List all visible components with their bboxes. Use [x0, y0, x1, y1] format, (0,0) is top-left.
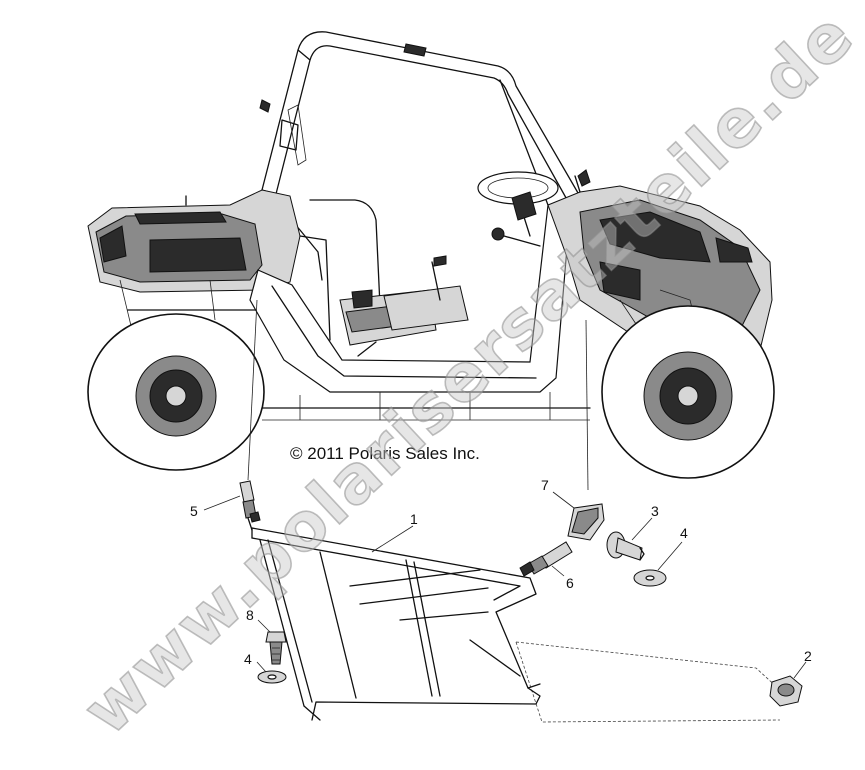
callout-label: 5: [190, 503, 198, 519]
callout-label: 2: [804, 648, 812, 664]
leader-line: [585, 319, 589, 491]
leader-line: [515, 641, 781, 723]
side-sill: [249, 199, 571, 393]
callout-7: 7: [541, 477, 575, 509]
callout-6: 6: [551, 565, 574, 591]
callout-2: 2: [793, 648, 812, 679]
washer-part: [257, 670, 287, 684]
callout-4: 4: [657, 525, 688, 571]
roll-cage: [259, 31, 586, 281]
callout-5: 5: [190, 495, 241, 519]
nut-part: [769, 675, 803, 707]
rear-wheel: [87, 313, 265, 471]
bolt-part: [265, 631, 287, 665]
seats: [339, 255, 469, 357]
door-net-frame: [251, 527, 541, 721]
leader-line: [247, 299, 258, 481]
vehicle-illustration: [87, 31, 775, 479]
steering: [477, 171, 559, 247]
callout-label: 1: [410, 511, 418, 527]
callout-label: 4: [244, 651, 252, 667]
buckle-clip-part: [519, 541, 573, 577]
push-rivet-part: [606, 531, 645, 561]
bracket-part: [567, 503, 605, 541]
callout-3: 3: [631, 503, 659, 541]
callout-label: 4: [680, 525, 688, 541]
callout-label: 8: [246, 607, 254, 623]
callout-label: 7: [541, 477, 549, 493]
callout-1: 1: [371, 511, 418, 553]
copyright-text: © 2011 Polaris Sales Inc.: [290, 444, 480, 463]
callout-8: 8: [246, 607, 271, 633]
buckle-strap-part: [239, 480, 261, 531]
rear-body: [87, 189, 301, 331]
washer-part: [633, 569, 667, 587]
callout-label: 3: [651, 503, 659, 519]
front-wheel: [601, 305, 775, 479]
callout-4: 4: [244, 651, 267, 673]
callout-label: 6: [566, 575, 574, 591]
leader-line: [515, 641, 781, 691]
